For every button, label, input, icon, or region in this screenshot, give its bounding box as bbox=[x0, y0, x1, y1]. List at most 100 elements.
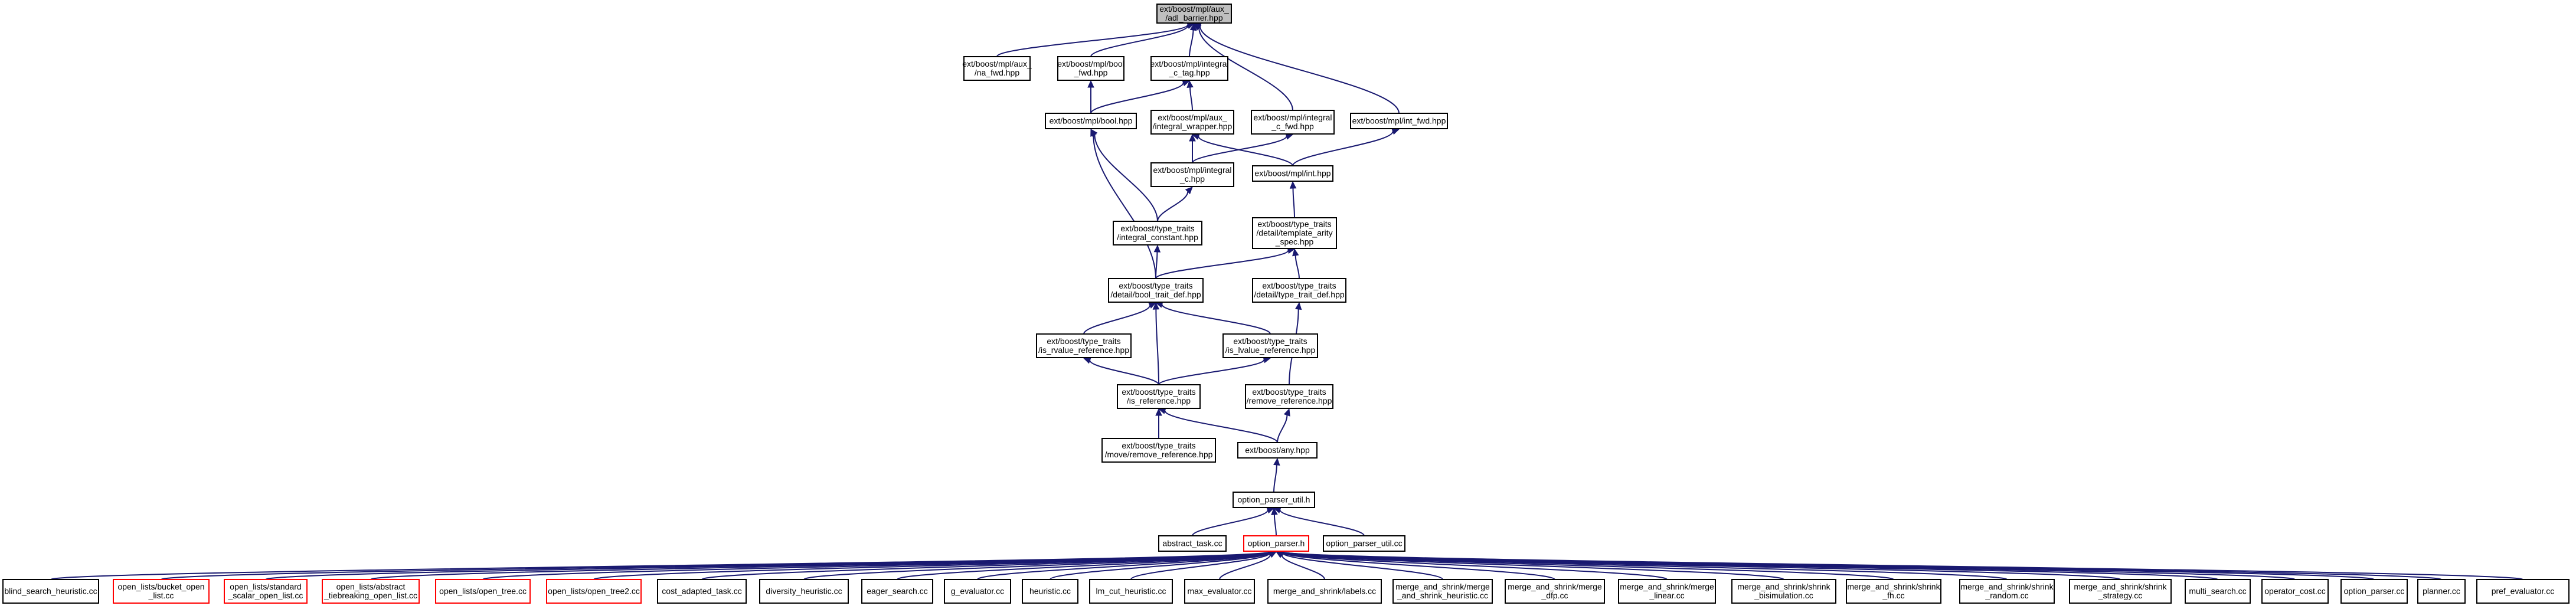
node-box bbox=[1113, 221, 1202, 245]
edge-option-parser-util-h-to-option-parser-util-cc bbox=[1273, 506, 1365, 536]
node-bool[interactable]: ext/boost/mpl/bool.hpp bbox=[1045, 113, 1137, 129]
node-any[interactable]: ext/boost/any.hpp bbox=[1237, 442, 1318, 459]
node-heuristic[interactable]: heuristic.cc bbox=[1022, 579, 1078, 604]
node-adl-barrier[interactable]: ext/boost/mpl/aux_/adl_barrier.hpp bbox=[1156, 4, 1232, 24]
node-multi-search[interactable]: multi_search.cc bbox=[2185, 579, 2251, 604]
node-box bbox=[1184, 579, 1255, 604]
node-integral-constant[interactable]: ext/boost/type_traits/integral_constant.… bbox=[1113, 221, 1202, 245]
node-label-line: /move/remove_reference.hpp bbox=[1105, 450, 1213, 459]
node-eager-search[interactable]: eager_search.cc bbox=[861, 579, 933, 604]
node-na-fwd[interactable]: ext/boost/mpl/aux_/na_fwd.hpp bbox=[962, 56, 1032, 81]
node-max-evaluator[interactable]: max_evaluator.cc bbox=[1184, 579, 1255, 604]
node-label-line: /detail/template_arity bbox=[1256, 228, 1332, 238]
node-label-line: /is_reference.hpp bbox=[1127, 396, 1191, 405]
node-open-tree[interactable]: open_lists/open_tree.cc bbox=[435, 579, 531, 604]
node-label-line: _dfp.cc bbox=[1541, 591, 1568, 600]
node-standard-scalar-open-list[interactable]: open_lists/standard_scalar_open_list.cc bbox=[224, 579, 308, 604]
node-move-remove-reference[interactable]: ext/boost/type_traits/move/remove_refere… bbox=[1101, 438, 1216, 463]
node-label-line: ext/boost/type_traits bbox=[1122, 387, 1195, 397]
node-mas-shrink-bisim[interactable]: merge_and_shrink/shrink_bisimulation.cc bbox=[1731, 579, 1836, 604]
node-label-line: /integral_wrapper.hpp bbox=[1153, 122, 1233, 131]
node-label-line: ext/boost/type_traits bbox=[1119, 281, 1192, 290]
node-blind-search-heuristic[interactable]: blind_search_heuristic.cc bbox=[2, 579, 99, 604]
node-integral-wrapper[interactable]: ext/boost/mpl/aux_/integral_wrapper.hpp bbox=[1150, 110, 1234, 135]
edge-integral-c-tag-to-bool bbox=[1090, 80, 1191, 114]
node-remove-reference[interactable]: ext/boost/type_traits/remove_reference.h… bbox=[1245, 384, 1333, 409]
node-box bbox=[1251, 110, 1335, 135]
node-option-parser-h[interactable]: option_parser.h bbox=[1243, 535, 1309, 552]
edge-bool-fwd-to-bool bbox=[1087, 80, 1094, 113]
node-integral-c-fwd[interactable]: ext/boost/mpl/integral_c_fwd.hpp bbox=[1251, 110, 1335, 135]
node-mas-labels[interactable]: merge_and_shrink/labels.cc bbox=[1267, 579, 1382, 604]
node-is-reference[interactable]: ext/boost/type_traits/is_reference.hpp bbox=[1117, 384, 1201, 409]
node-option-parser-util-cc[interactable]: option_parser_util.cc bbox=[1323, 535, 1405, 552]
node-option-parser-util-h[interactable]: option_parser_util.h bbox=[1233, 492, 1315, 508]
node-label-line: open_lists/bucket_open bbox=[117, 582, 204, 591]
node-option-parser-cc[interactable]: option_parser.cc bbox=[2340, 579, 2408, 604]
node-int-fwd[interactable]: ext/boost/mpl/int_fwd.hpp bbox=[1350, 113, 1448, 129]
node-box bbox=[1022, 579, 1078, 604]
node-label-line: lm_cut_heuristic.cc bbox=[1096, 587, 1166, 596]
node-label-line: option_parser.cc bbox=[2344, 587, 2405, 596]
node-lm-cut-heuristic[interactable]: lm_cut_heuristic.cc bbox=[1089, 579, 1173, 604]
node-label-line: ext/boost/type_traits bbox=[1262, 281, 1336, 290]
edge-is-reference-to-move-remove-reference bbox=[1155, 408, 1162, 438]
node-label-line: ext/boost/mpl/bool bbox=[1057, 59, 1124, 68]
node-box bbox=[1150, 162, 1234, 187]
node-box bbox=[1245, 384, 1333, 409]
node-bool-fwd[interactable]: ext/boost/mpl/bool_fwd.hpp bbox=[1057, 56, 1124, 81]
node-box bbox=[1036, 333, 1132, 358]
node-box bbox=[435, 579, 531, 604]
edge-integral-constant-to-bool-trait-def bbox=[1153, 244, 1161, 279]
node-integral-c-tag[interactable]: ext/boost/mpl/integral_c_tag.hpp bbox=[1150, 56, 1229, 81]
node-cost-adapted-task[interactable]: cost_adapted_task.cc bbox=[657, 579, 747, 604]
node-operator-cost[interactable]: operator_cost.cc bbox=[2261, 579, 2329, 604]
node-mas-merge-linear[interactable]: merge_and_shrink/merge_linear.cc bbox=[1618, 579, 1716, 604]
node-label-line: /remove_reference.hpp bbox=[1247, 396, 1332, 405]
edge-is-lvalue-reference-to-is-reference bbox=[1158, 356, 1271, 385]
edge-option-parser-h-to-max-evaluator bbox=[1219, 551, 1277, 580]
node-mas-merge-dfp[interactable]: merge_and_shrink/merge_dfp.cc bbox=[1505, 579, 1605, 604]
node-abstract-tiebreaking[interactable]: open_lists/abstract_tiebreaking_open_lis… bbox=[322, 579, 420, 604]
edge-option-parser-h-to-pref-evaluator bbox=[1275, 548, 2523, 580]
edge-option-parser-util-h-to-abstract-task bbox=[1192, 507, 1275, 536]
node-g-evaluator[interactable]: g_evaluator.cc bbox=[944, 579, 1011, 604]
node-label-line: _fwd.hpp bbox=[1074, 68, 1108, 77]
node-type-trait-def[interactable]: ext/boost/type_traits/detail/type_trait_… bbox=[1252, 278, 1346, 303]
node-pref-evaluator[interactable]: pref_evaluator.cc bbox=[2476, 579, 2570, 604]
node-label-line: merge_and_shrink/shrink bbox=[1737, 582, 1830, 591]
node-open-tree2[interactable]: open_lists/open_tree2.cc bbox=[546, 579, 642, 604]
node-box bbox=[1392, 579, 1493, 604]
node-label-line: open_lists/open_tree2.cc bbox=[548, 587, 640, 596]
node-box bbox=[1045, 113, 1137, 129]
node-mas-shrink-strategy[interactable]: merge_and_shrink/shrink_strategy.cc bbox=[2069, 579, 2172, 604]
node-planner[interactable]: planner.cc bbox=[2417, 579, 2466, 604]
node-label-line: merge_and_shrink/labels.cc bbox=[1273, 587, 1376, 596]
node-mas-heuristic[interactable]: merge_and_shrink/merge_and_shrink_heuris… bbox=[1392, 579, 1493, 604]
node-template-arity-spec[interactable]: ext/boost/type_traits/detail/template_ar… bbox=[1252, 217, 1337, 249]
node-integral-c[interactable]: ext/boost/mpl/integral_c.hpp bbox=[1150, 162, 1234, 187]
node-is-rvalue-reference[interactable]: ext/boost/type_traits/is_rvalue_referenc… bbox=[1036, 333, 1132, 358]
node-mas-shrink-random[interactable]: merge_and_shrink/shrink_random.cc bbox=[1959, 579, 2055, 604]
node-label-line: _spec.hpp bbox=[1275, 237, 1314, 247]
node-label-line: _tiebreaking_open_list.cc bbox=[323, 591, 417, 600]
node-box bbox=[657, 579, 747, 604]
edge-integral-wrapper-to-int bbox=[1191, 133, 1293, 166]
node-label-line: ext/boost/type_traits bbox=[1047, 336, 1120, 346]
node-mas-shrink-fh[interactable]: merge_and_shrink/shrink_fh.cc bbox=[1846, 579, 1941, 604]
node-is-lvalue-reference[interactable]: ext/boost/type_traits/is_lvalue_referenc… bbox=[1222, 333, 1318, 358]
node-bucket-open-list[interactable]: open_lists/bucket_open_list.cc bbox=[113, 579, 210, 604]
node-box bbox=[2185, 579, 2251, 604]
node-diversity-heuristic[interactable]: diversity_heuristic.cc bbox=[759, 579, 849, 604]
node-abstract-task[interactable]: abstract_task.cc bbox=[1158, 535, 1227, 552]
node-box bbox=[1108, 278, 1204, 303]
node-label-line: _fh.cc bbox=[1882, 591, 1904, 600]
node-box bbox=[1252, 278, 1346, 303]
edge-bool-trait-def-to-is-lvalue-reference bbox=[1155, 301, 1271, 335]
edge-any-to-option-parser-util-h bbox=[1273, 457, 1280, 493]
node-box bbox=[1222, 333, 1318, 358]
node-label-line: _list.cc bbox=[148, 591, 174, 600]
node-int[interactable]: ext/boost/mpl/int.hpp bbox=[1252, 165, 1333, 182]
node-bool-trait-def[interactable]: ext/boost/type_traits/detail/bool_trait_… bbox=[1108, 278, 1204, 303]
node-label-line: merge_and_shrink/merge bbox=[1395, 582, 1490, 591]
